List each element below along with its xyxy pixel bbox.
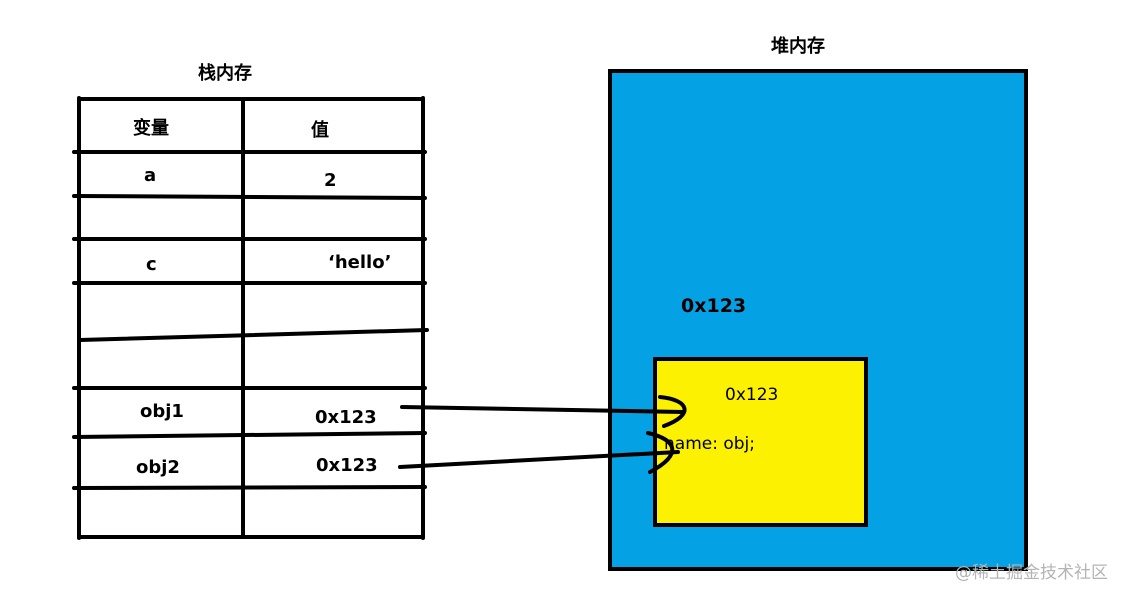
stack-cell-variable: obj1 — [140, 401, 184, 422]
table-row-divider — [72, 485, 427, 490]
stack-cell-value: 0x123 — [315, 407, 377, 428]
stack-header-variable: 变量 — [133, 118, 169, 139]
object-content-text: name: obj; — [664, 434, 755, 454]
stack-header-value: 值 — [311, 120, 329, 141]
stack-cell-variable: a — [144, 165, 157, 186]
obj1-reference-arrow — [400, 405, 685, 414]
stack-cell-value: 0x123 — [316, 455, 378, 476]
obj2-arrowhead — [646, 431, 675, 474]
table-row-divider — [78, 328, 429, 342]
stack-cell-variable: c — [146, 254, 157, 275]
table-row-divider — [72, 194, 427, 200]
table-row-divider — [72, 431, 427, 439]
heap-address-label: 0x123 — [681, 295, 747, 317]
obj2-reference-arrow — [398, 450, 680, 469]
stack-table-grid — [72, 96, 429, 540]
stack-cell-variable: obj2 — [136, 457, 180, 478]
watermark-text: @稀土掘金技术社区 — [955, 563, 1108, 583]
reference-arrows — [398, 395, 687, 474]
heap-memory-title: 堆内存 — [771, 36, 825, 57]
stack-cell-value: 2 — [324, 170, 337, 191]
object-address-text: 0x123 — [725, 385, 779, 405]
stack-cell-value: ‘hello’ — [328, 252, 392, 273]
heap-object-box — [653, 357, 868, 527]
obj1-arrowhead — [658, 395, 687, 428]
stack-memory-title: 栈内存 — [198, 63, 252, 84]
